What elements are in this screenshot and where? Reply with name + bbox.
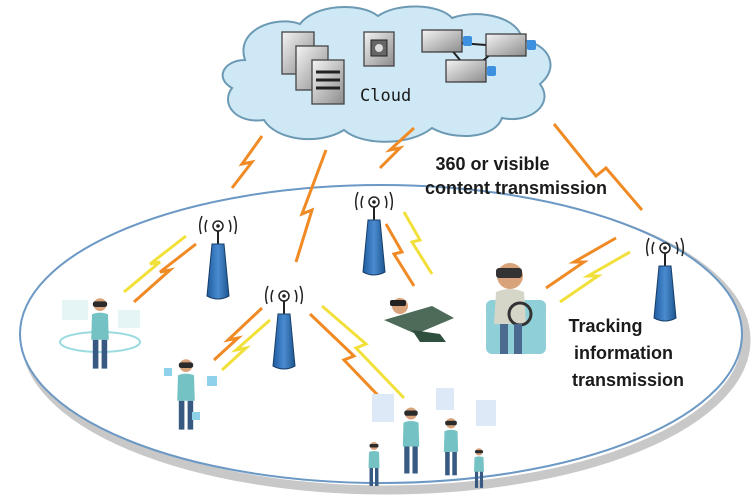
tracking-transmission-label: Tracking information transmission: [568, 316, 684, 390]
link-tower3-user-orange: [384, 223, 416, 287]
storage-server-icon: [363, 31, 395, 67]
link-tower1-user-yellow: [123, 234, 187, 294]
cloud: Cloud: [221, 5, 552, 143]
coverage-area-ellipse: [19, 184, 743, 484]
vr-user-driving-seat: [486, 263, 546, 354]
link-cloud-to-tower-3: [378, 126, 416, 170]
content-transmission-line-2: content transmission: [425, 178, 607, 198]
link-tower1-user-orange: [133, 242, 197, 304]
wireless-links: [123, 123, 644, 412]
tracking-transmission-line-3: transmission: [572, 370, 684, 390]
link-tower2-user-left-orange: [212, 306, 264, 362]
link-cloud-to-tower-2: [294, 149, 328, 263]
networked-servers-icon: [421, 29, 536, 83]
link-cloud-to-tower-4: [552, 123, 644, 211]
content-transmission-label: 360 or visible content transmission: [425, 154, 607, 198]
vr-user-standing-cubes: [164, 359, 217, 430]
link-cloud-to-tower-1: [230, 135, 264, 189]
vr-user-hologram: [59, 298, 141, 369]
cloud-label: Cloud: [360, 86, 411, 106]
link-tower2-group-yellow: [321, 304, 406, 400]
link-tower2-user-left-yellow: [220, 318, 271, 372]
vr-users-group: [368, 388, 496, 488]
server-rack-icon: [281, 31, 345, 105]
cloud-shape: [221, 5, 552, 143]
tracking-transmission-line-2: information: [574, 343, 673, 363]
vr-user-flying: [384, 298, 454, 342]
content-transmission-line-1: 360 or visible: [435, 154, 549, 174]
link-tower4-user-yellow: [559, 250, 631, 304]
link-tower4-user-orange: [545, 236, 617, 290]
link-tower2-group-orange: [308, 312, 394, 412]
link-tower3-user-yellow: [402, 211, 434, 275]
coverage-area: [19, 184, 751, 495]
tracking-transmission-line-1: Tracking: [568, 316, 642, 336]
